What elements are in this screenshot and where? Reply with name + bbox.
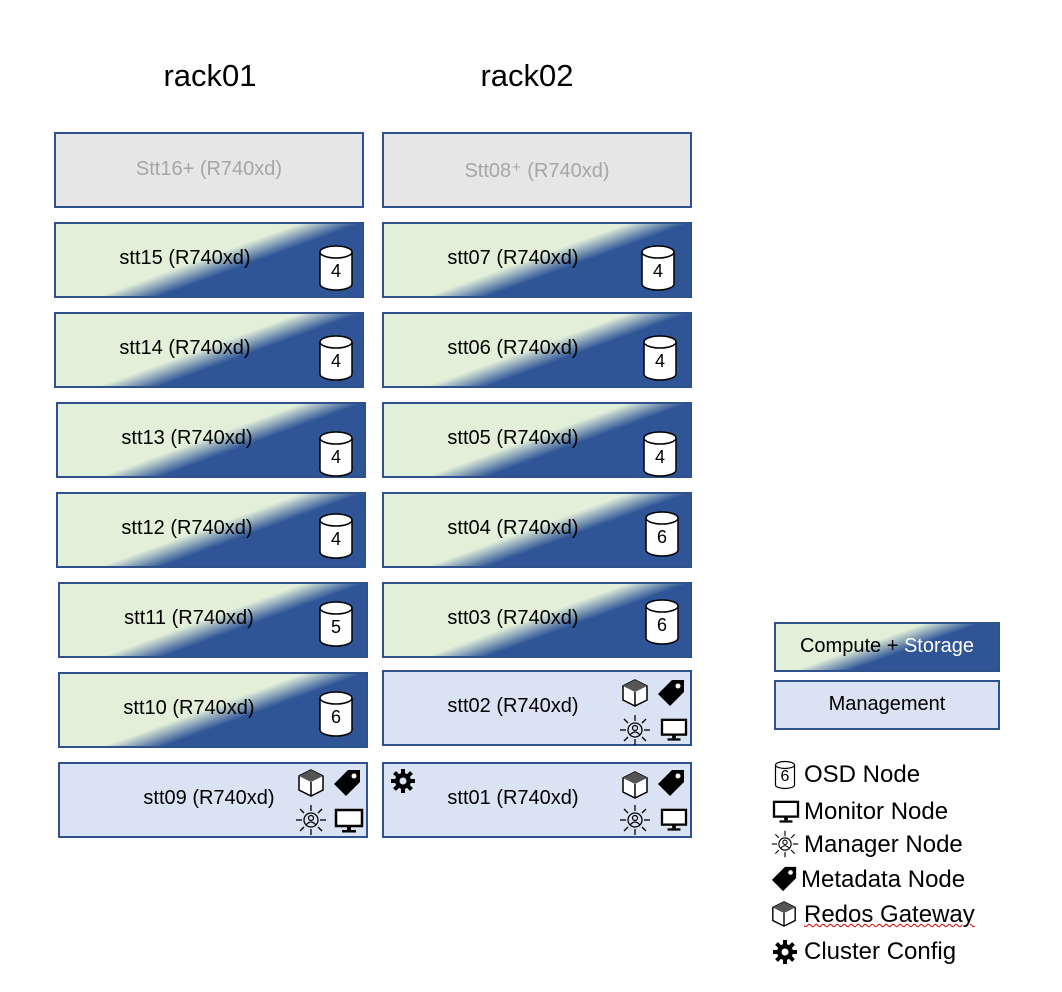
osd-count: 6 bbox=[656, 615, 667, 635]
legend-management-label: Management bbox=[828, 693, 946, 715]
legend-label-squiggle: Redos Gateway bbox=[804, 901, 975, 928]
rack02-node-stt01: stt01 (R740xd) bbox=[382, 762, 692, 838]
osd-count: 4 bbox=[654, 351, 665, 371]
osd-icon: 4 bbox=[640, 244, 676, 292]
rack01-node-stt15: stt15 (R740xd) 4 bbox=[54, 222, 364, 298]
node-label: Stt08⁺ (R740xd) bbox=[464, 160, 610, 182]
node-label: stt15 (R740xd) bbox=[119, 247, 251, 269]
node-label: stt11 (R740xd) bbox=[124, 607, 254, 629]
manager-icon bbox=[620, 805, 650, 835]
legend-label: Cluster Config bbox=[804, 938, 957, 965]
node-label: stt06 (R740xd) bbox=[447, 337, 579, 359]
legend-label: Redos Gateway bbox=[804, 901, 975, 929]
osd-count: 6 bbox=[656, 527, 667, 547]
osd-icon: 6 bbox=[644, 510, 680, 558]
osd-count: 4 bbox=[330, 351, 341, 371]
osd-count: 4 bbox=[330, 261, 341, 281]
rack01-node-stt12: stt12 (R740xd) 4 bbox=[56, 492, 366, 568]
rack01-title: rack01 bbox=[163, 58, 257, 93]
metadata-icon bbox=[658, 770, 684, 796]
manager-icon bbox=[620, 715, 650, 745]
osd-icon: 4 bbox=[318, 334, 354, 382]
osd-count: 6 bbox=[330, 707, 341, 727]
node-label: stt03 (R740xd) bbox=[447, 607, 579, 629]
osd-count: 5 bbox=[330, 617, 341, 637]
gear-icon bbox=[391, 769, 415, 793]
rack02-node-stt02: stt02 (R740xd) bbox=[382, 670, 692, 746]
rack02-node-stt08: Stt08⁺ (R740xd) bbox=[382, 132, 692, 208]
rack01-node-stt16: Stt16+ (R740xd) bbox=[54, 132, 364, 208]
legend-compute-label: Compute + bbox=[799, 635, 904, 657]
osd-count: 4 bbox=[652, 261, 663, 281]
rack02-node-stt05: stt05 (R740xd) 4 bbox=[382, 402, 692, 478]
osd-icon: 4 bbox=[318, 512, 354, 560]
osd-icon: 4 bbox=[318, 244, 354, 292]
rack01-node-stt11: stt11 (R740xd) 5 bbox=[58, 582, 368, 658]
osd-icon: 6 bbox=[318, 690, 354, 738]
gateway-icon bbox=[622, 771, 648, 799]
osd-count: 4 bbox=[330, 447, 341, 467]
metadata-icon bbox=[771, 866, 797, 892]
legend-label: Manager Node bbox=[804, 831, 963, 858]
monitor-icon bbox=[660, 718, 688, 741]
manager-icon bbox=[771, 830, 799, 858]
metadata-icon bbox=[658, 680, 684, 706]
node-label: stt09 (R740xd) bbox=[143, 787, 275, 809]
gateway-icon bbox=[622, 679, 648, 707]
node-label: Stt16+ (R740xd) bbox=[135, 158, 283, 180]
osd-icon: 5 bbox=[318, 600, 354, 648]
gear-icon bbox=[773, 940, 797, 964]
monitor-icon bbox=[334, 808, 364, 833]
osd-icon: 6 bbox=[644, 598, 680, 646]
legend-storage-label: Storage bbox=[903, 635, 974, 657]
metadata-icon bbox=[334, 770, 360, 796]
legend-label: Metadata Node bbox=[801, 866, 966, 893]
node-label: stt12 (R740xd) bbox=[121, 517, 253, 539]
osd-icon: 4 bbox=[642, 334, 678, 382]
rack01-node-stt13: stt13 (R740xd) 4 bbox=[56, 402, 366, 478]
legend-label: OSD Node bbox=[804, 761, 921, 788]
rack01-node-stt09: stt09 (R740xd) bbox=[58, 762, 368, 838]
osd-count: 4 bbox=[654, 447, 665, 467]
gateway-icon bbox=[772, 901, 796, 927]
monitor-icon bbox=[660, 808, 688, 831]
rack01-node-stt14: stt14 (R740xd) 4 bbox=[54, 312, 364, 388]
rack02-node-stt07: stt07 (R740xd) 4 bbox=[382, 222, 692, 298]
legend-compute-storage: Compute + Storage bbox=[774, 622, 1000, 672]
node-label: stt07 (R740xd) bbox=[447, 247, 579, 269]
osd-icon: 6 bbox=[774, 760, 796, 790]
rack02-node-stt04: stt04 (R740xd) 6 bbox=[382, 492, 692, 568]
osd-icon: 4 bbox=[318, 430, 354, 478]
manager-icon bbox=[296, 805, 326, 835]
legend-label: Monitor Node bbox=[804, 798, 949, 825]
rack02-title: rack02 bbox=[480, 58, 574, 93]
node-label: stt10 (R740xd) bbox=[123, 697, 255, 719]
rack02-node-stt03: stt03 (R740xd) 6 bbox=[382, 582, 692, 658]
osd-icon: 4 bbox=[642, 430, 678, 478]
node-label: stt14 (R740xd) bbox=[119, 337, 251, 359]
monitor-icon bbox=[772, 800, 800, 823]
node-label: stt05 (R740xd) bbox=[447, 427, 579, 449]
node-label: stt02 (R740xd) bbox=[447, 695, 579, 717]
legend-management: Management bbox=[774, 680, 1000, 730]
osd-count: 4 bbox=[330, 529, 341, 549]
rack01-node-stt10: stt10 (R740xd) 6 bbox=[58, 672, 368, 748]
node-label: stt01 (R740xd) bbox=[447, 787, 579, 809]
osd-count: 6 bbox=[780, 768, 790, 785]
node-label: stt04 (R740xd) bbox=[447, 517, 579, 539]
rack02-node-stt06: stt06 (R740xd) 4 bbox=[382, 312, 692, 388]
node-label: stt13 (R740xd) bbox=[121, 427, 253, 449]
gateway-icon bbox=[298, 769, 324, 797]
